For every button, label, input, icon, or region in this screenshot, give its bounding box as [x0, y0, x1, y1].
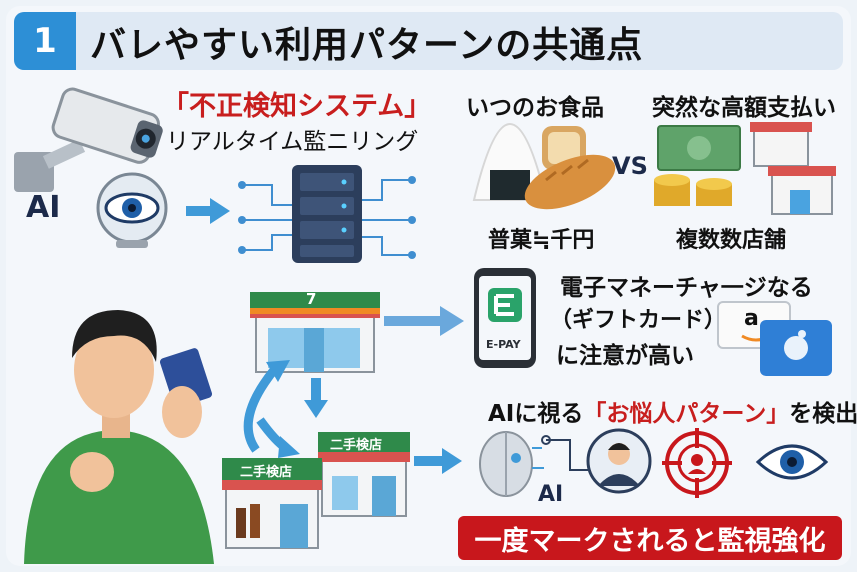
arrow-right-icon-3: [414, 448, 462, 474]
secondhand-store-icon-front: [222, 458, 322, 549]
secondhand-label-front: 二手検店: [240, 465, 293, 480]
food-price-label: 普菓≒千円: [488, 228, 595, 253]
food-title: いつのお食品: [466, 95, 604, 121]
secondhand-store-icon-back: [318, 432, 410, 517]
arrow-right-icon: [186, 198, 230, 224]
target-crosshair-icon: [662, 428, 732, 498]
curved-arrows-icon: [243, 360, 300, 458]
eye-dome-icon: [96, 172, 168, 248]
payment-title: 突然な高額支払い: [652, 95, 836, 121]
secondhand-label-back: 二手検店: [330, 438, 383, 453]
gift-card-letter: a: [744, 306, 759, 331]
person-with-card-icon: [24, 310, 214, 564]
detect-prefix: AIに視る: [488, 401, 584, 427]
suspect-person-icon: [586, 428, 652, 494]
emoney-line3: に注意が高い: [556, 343, 694, 369]
money-stores-icon: [654, 122, 836, 215]
eye-icon: [755, 444, 829, 480]
header-bar: [14, 12, 843, 70]
arrow-right-icon-2: [384, 306, 464, 336]
detect-ai-label: AI: [538, 482, 564, 507]
detect-highlight: 「お悩人パターン」: [583, 401, 790, 427]
detect-text: AIに視る「お悩人パターン」を検出: [488, 394, 857, 428]
epay-phone-icon: [474, 268, 536, 368]
detect-suffix: を検出: [789, 401, 857, 427]
security-camera-icon: [14, 87, 163, 192]
emoney-line1: 電子マネーチャ一ジなる: [560, 275, 813, 301]
section-number: 1: [14, 12, 76, 70]
arrow-down-icon: [304, 378, 328, 418]
convenience-logo: 7: [306, 290, 317, 308]
emoney-line2: （ギフトカード）: [550, 308, 727, 333]
page-title: バレやすい利用パターンの共通点: [90, 25, 644, 66]
gift-cards-icon: [717, 301, 832, 376]
ai-camera-label: AI: [26, 190, 61, 225]
vs-label: VS: [612, 152, 648, 180]
epay-label: E-PAY: [486, 338, 521, 351]
network-connector-icon: [541, 435, 590, 471]
stores-label: 複数数店舗: [676, 228, 787, 253]
warning-banner: 一度マークされると監視強化: [458, 516, 842, 560]
ai-head-icon: [479, 431, 544, 497]
system-title: 「不正検知システム」: [162, 91, 432, 122]
server-icon: [238, 165, 416, 263]
onigiri-bread-icon: [472, 122, 616, 210]
system-subtitle: リアルタイム監ニリング: [166, 129, 419, 155]
